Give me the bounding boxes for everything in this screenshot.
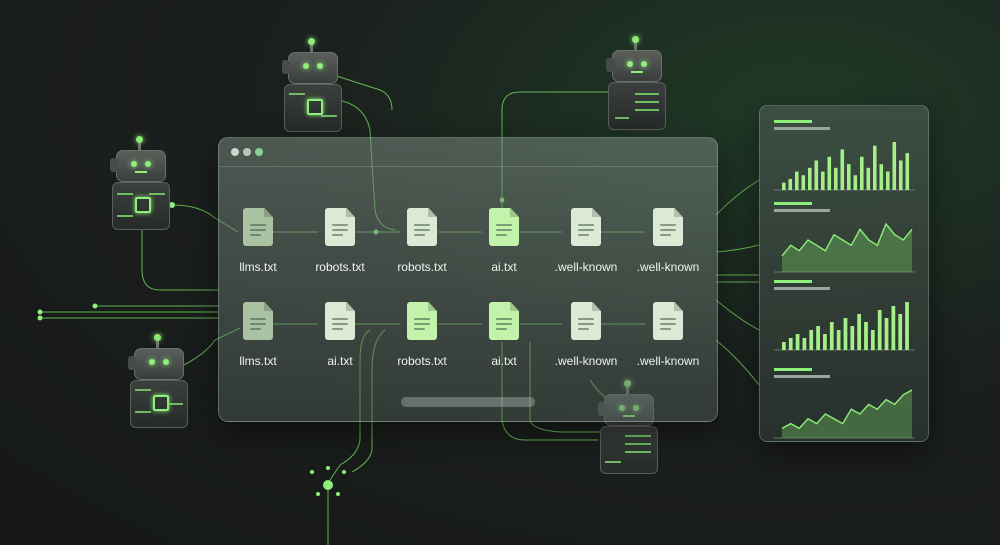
chart-bar bbox=[843, 318, 848, 350]
file-name: .well-known bbox=[554, 354, 618, 368]
file-item[interactable]: ai.txt bbox=[464, 208, 544, 274]
chart-bar bbox=[840, 149, 845, 190]
file-item[interactable]: robots.txt bbox=[300, 208, 380, 274]
file-item[interactable]: .well-known bbox=[546, 208, 626, 274]
chart-bar bbox=[905, 302, 909, 350]
chart-bar bbox=[892, 142, 897, 190]
window-close-dot[interactable] bbox=[231, 148, 239, 156]
file-item[interactable]: .well-known bbox=[546, 302, 626, 368]
file-name: robots.txt bbox=[315, 260, 365, 274]
chart-header-bar bbox=[774, 120, 812, 123]
file-name: ai.txt bbox=[327, 354, 353, 368]
document-icon bbox=[571, 208, 601, 246]
chart-bar bbox=[857, 314, 862, 350]
chart-bar bbox=[795, 171, 799, 190]
chart-bar bbox=[836, 330, 841, 350]
chart-bar bbox=[866, 167, 871, 190]
chart-bar bbox=[891, 306, 896, 350]
file-item[interactable]: ai.txt bbox=[300, 302, 380, 368]
file-name: ai.txt bbox=[491, 354, 517, 368]
analytics-panel bbox=[759, 105, 929, 442]
chart-bar bbox=[879, 164, 884, 190]
chart-bar bbox=[847, 164, 851, 190]
chart-bar bbox=[814, 160, 819, 190]
chart-bar bbox=[802, 338, 807, 350]
chart-header-bar bbox=[774, 368, 812, 371]
document-icon bbox=[653, 208, 683, 246]
chart-bar bbox=[905, 153, 910, 190]
file-name: llms.txt bbox=[239, 260, 277, 274]
chart-header-bar bbox=[774, 280, 812, 283]
chart-area bbox=[782, 390, 912, 438]
horizontal-scrollbar[interactable] bbox=[401, 397, 535, 407]
window-maximize-dot[interactable] bbox=[255, 148, 263, 156]
chart-bar bbox=[870, 330, 875, 350]
file-item[interactable]: llms.txt bbox=[218, 208, 298, 274]
chart-bar bbox=[834, 167, 838, 190]
document-icon bbox=[325, 302, 355, 340]
file-name: ai.txt bbox=[491, 260, 517, 274]
file-name: robots.txt bbox=[397, 354, 447, 368]
chart-bar bbox=[821, 171, 825, 190]
chart-bar bbox=[827, 156, 832, 190]
chart-bar bbox=[860, 156, 864, 190]
chart-bar bbox=[850, 326, 855, 350]
window-minimize-dot[interactable] bbox=[243, 148, 251, 156]
file-name: .well-known bbox=[636, 354, 700, 368]
chart-bar bbox=[816, 326, 820, 350]
browser-window bbox=[218, 137, 718, 422]
chart-bar bbox=[884, 318, 889, 350]
file-item[interactable]: ai.txt bbox=[464, 302, 544, 368]
chart-bar bbox=[782, 182, 786, 190]
file-name: .well-known bbox=[554, 260, 618, 274]
chart-bar bbox=[853, 175, 858, 190]
robot-crawler-left bbox=[110, 136, 170, 230]
file-name: .well-known bbox=[636, 260, 700, 274]
document-icon bbox=[407, 302, 437, 340]
chart-subheader-bar bbox=[774, 375, 830, 378]
file-item[interactable]: .well-known bbox=[628, 302, 708, 368]
file-name: robots.txt bbox=[397, 260, 447, 274]
document-icon bbox=[243, 302, 273, 340]
chart-bar bbox=[809, 330, 814, 350]
robot-crawler-top-right bbox=[606, 36, 666, 130]
chart-bar bbox=[788, 338, 793, 350]
chart-bar bbox=[873, 145, 877, 190]
chart-bar bbox=[823, 334, 827, 350]
chart-subheader-bar bbox=[774, 209, 830, 212]
document-icon bbox=[243, 208, 273, 246]
chart-line bbox=[781, 389, 913, 430]
document-icon bbox=[407, 208, 437, 246]
document-icon bbox=[489, 208, 519, 246]
chart-subheader-bar bbox=[774, 127, 830, 130]
chart-subheader-bar bbox=[774, 287, 830, 290]
analytics-charts bbox=[774, 120, 915, 439]
chart-bar bbox=[782, 342, 786, 350]
chart-bar bbox=[808, 167, 812, 190]
browser-titlebar bbox=[219, 138, 717, 167]
chart-line bbox=[781, 222, 913, 257]
document-icon bbox=[489, 302, 519, 340]
file-item[interactable]: robots.txt bbox=[382, 208, 462, 274]
document-icon bbox=[571, 302, 601, 340]
chart-bar bbox=[898, 314, 903, 350]
file-item[interactable]: .well-known bbox=[628, 208, 708, 274]
file-item[interactable]: robots.txt bbox=[382, 302, 462, 368]
document-icon bbox=[653, 302, 683, 340]
chart-bar bbox=[877, 310, 882, 350]
chart-bar bbox=[886, 171, 890, 190]
chart-bar bbox=[864, 322, 868, 350]
file-name: llms.txt bbox=[239, 354, 277, 368]
chart-bar bbox=[829, 322, 834, 350]
chart-area bbox=[782, 224, 912, 272]
chart-bar bbox=[788, 178, 793, 190]
robot-crawler-bottom-left bbox=[128, 334, 188, 428]
chart-bar bbox=[795, 334, 800, 350]
file-item[interactable]: llms.txt bbox=[218, 302, 298, 368]
chart-bar bbox=[899, 160, 903, 190]
chart-header-bar bbox=[774, 202, 812, 205]
chart-bar bbox=[801, 175, 806, 190]
robot-crawler-top bbox=[282, 38, 342, 132]
document-icon bbox=[325, 208, 355, 246]
